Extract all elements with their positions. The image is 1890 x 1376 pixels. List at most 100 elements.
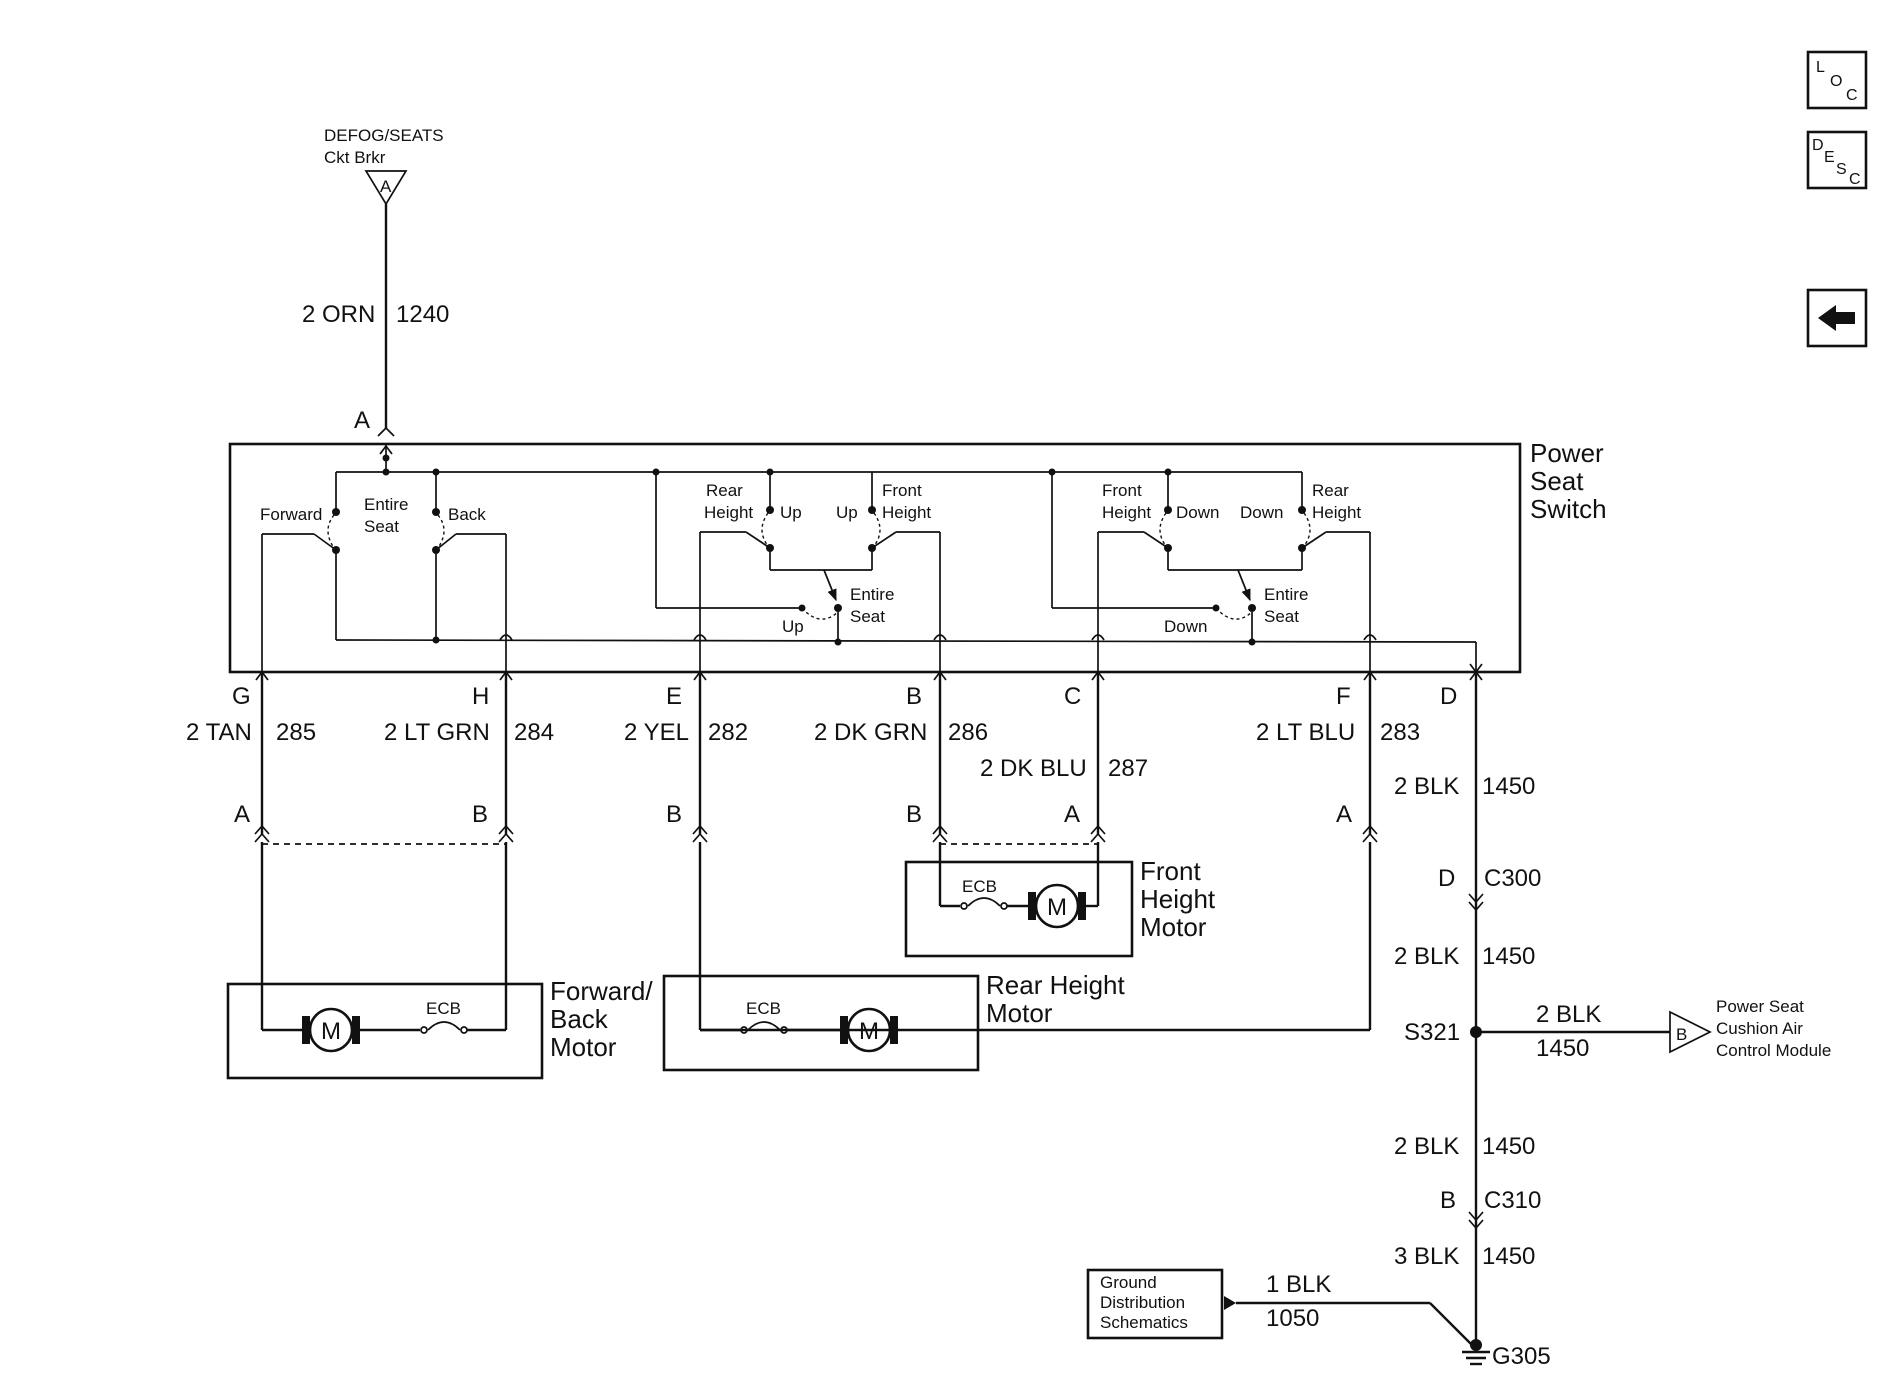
rear-height-motor-title-2: Motor (986, 998, 1053, 1028)
branch-circuit: 1450 (1536, 1035, 1589, 1062)
switch-label-front-height-l2: Height (882, 503, 931, 522)
output-wire-c: C 2 DK BLU 287 A (940, 670, 1148, 906)
breaker-terminal-letter: A (380, 177, 392, 196)
wire-e-circuit: 282 (708, 719, 748, 746)
front-height-motor-box (904, 860, 1134, 958)
wire-1240-circuit: 1240 (396, 301, 449, 328)
c310-pin: B (1440, 1187, 1456, 1214)
source-breaker: DEFOG/SEATS Ckt Brkr A 2 ORN 1240 A (302, 126, 449, 437)
ground-path-pin-d: D (1440, 683, 1457, 710)
switch-outline (228, 442, 1522, 674)
rear-height-motor-m: M (859, 1018, 879, 1045)
switch-label-forward: Forward (260, 505, 322, 524)
module-line-3: Control Module (1716, 1041, 1831, 1060)
front-height-motor-title-1: Front (1140, 856, 1201, 886)
switch-title-3: Switch (1530, 494, 1607, 524)
switch-pin-a: A (354, 407, 370, 434)
loc-letter-l: L (1816, 59, 1825, 76)
seg2-color: 2 BLK (1394, 943, 1459, 970)
wire-c-motor-pin: A (1064, 801, 1080, 828)
wire-f-color: 2 LT BLU (1256, 719, 1355, 746)
wire-b-motor-pin: B (906, 801, 922, 828)
rear-height-motor-box (662, 974, 980, 1072)
ground-symbol-icon (1462, 1350, 1490, 1366)
switch-label-down-1: Down (1176, 503, 1219, 522)
switch-label-front-height-r2: Height (1102, 503, 1151, 522)
c300-pin: D (1438, 865, 1455, 892)
rear-height-motor-title-1: Rear Height (986, 970, 1126, 1000)
switch-label-front-height-r1: Front (1102, 481, 1142, 500)
c300-connector (1468, 893, 1484, 912)
desc-button[interactable]: D E S C (1806, 130, 1868, 190)
switch-title-2: Seat (1530, 466, 1584, 496)
branch-color: 2 BLK (1536, 1001, 1601, 1028)
front-height-motor-m: M (1047, 894, 1067, 921)
back-arrow-icon (1818, 305, 1855, 331)
wire-c-color: 2 DK BLU (980, 755, 1087, 782)
wire-h-pin: H (472, 683, 489, 710)
ground-ref-box[interactable] (1086, 1268, 1224, 1340)
forward-back-motor: M ECB Forward/ Back Motor (226, 976, 653, 1080)
breaker-terminal-triangle (364, 170, 408, 206)
wire-g-motor-pin: A (234, 801, 250, 828)
desc-letter-d: D (1812, 137, 1824, 154)
wire-e-motor-pin: B (666, 801, 682, 828)
breaker-type: Ckt Brkr (324, 148, 386, 167)
wire-b-circuit: 286 (948, 719, 988, 746)
ground-ref-circuit: 1050 (1266, 1305, 1319, 1332)
switch-label-front-height-l1: Front (882, 481, 922, 500)
switch-label-back: Back (448, 505, 486, 524)
switch-label-entire-seat-2a: Entire (850, 585, 894, 604)
seg2-circuit: 1450 (1482, 943, 1535, 970)
desc-button-frame (1806, 130, 1868, 190)
back-button-frame (1806, 288, 1868, 348)
output-wire-g: G 2 TAN 285 A (186, 670, 316, 1030)
wire-1240-color: 2 ORN (302, 301, 375, 328)
module-line-1: Power Seat (1716, 997, 1804, 1016)
desc-letter-s: S (1836, 161, 1847, 178)
ground-path: D 2 BLK 1450 D C300 2 BLK 1450 S321 2 BL… (1086, 670, 1831, 1370)
front-height-motor-title-3: Motor (1140, 912, 1207, 942)
switch-label-up-2: Up (836, 503, 858, 522)
switch-label-entire-seat-2b: Seat (850, 607, 885, 626)
forward-back-motor-box (226, 982, 544, 1080)
switch-title-1: Power (1530, 438, 1604, 468)
splice-s321-label: S321 (1404, 1019, 1460, 1046)
wire-f-circuit: 283 (1380, 719, 1420, 746)
forward-back-motor-title-2: Back (550, 1004, 609, 1034)
ground-ref-color: 1 BLK (1266, 1271, 1331, 1298)
switch-label-up-3: Up (782, 617, 804, 636)
power-seat-switch: Power Seat Switch Forward Entire Seat Ba… (228, 438, 1607, 674)
forward-back-ecb-label: ECB (426, 999, 461, 1018)
ground-ref-line-2: Distribution (1100, 1293, 1185, 1312)
wire-g-color: 2 TAN (186, 719, 252, 746)
ground-ref-line-1: Ground (1100, 1273, 1157, 1292)
loc-button[interactable]: L O C (1806, 50, 1868, 110)
wire-e-pin: E (666, 683, 682, 710)
wire-f-pin: F (1336, 683, 1351, 710)
wire-h-color: 2 LT GRN (384, 719, 490, 746)
switch-label-entire-seat-3b: Seat (1264, 607, 1299, 626)
c310-name: C310 (1484, 1187, 1541, 1214)
rear-height-ecb-label: ECB (746, 999, 781, 1018)
rear-height-motor: ECB M Rear Height Motor (662, 970, 1126, 1072)
output-wire-b: B 2 DK GRN 286 B (814, 670, 988, 906)
output-wire-e: E 2 YEL 282 B (624, 670, 748, 1030)
ground-ref-line-3: Schematics (1100, 1313, 1188, 1332)
module-line-2: Cushion Air (1716, 1019, 1803, 1038)
switch-label-down-3: Down (1164, 617, 1207, 636)
seg4-color: 3 BLK (1394, 1243, 1459, 1270)
front-height-ecb-icon (967, 897, 1001, 907)
wire-b-color: 2 DK GRN (814, 719, 927, 746)
back-button[interactable] (1806, 288, 1868, 348)
wire-e-color: 2 YEL (624, 719, 689, 746)
loc-button-frame (1806, 50, 1868, 110)
seg1-color: 2 BLK (1394, 773, 1459, 800)
switch-label-rear-height-r1: Rear (1312, 481, 1349, 500)
switch-pin-a-arrow (377, 426, 395, 437)
switch-label-down-2: Down (1240, 503, 1283, 522)
switch-label-entire-seat-3a: Entire (1264, 585, 1308, 604)
switch-label-rear-height-l1: Rear (706, 481, 743, 500)
seg1-circuit: 1450 (1482, 773, 1535, 800)
